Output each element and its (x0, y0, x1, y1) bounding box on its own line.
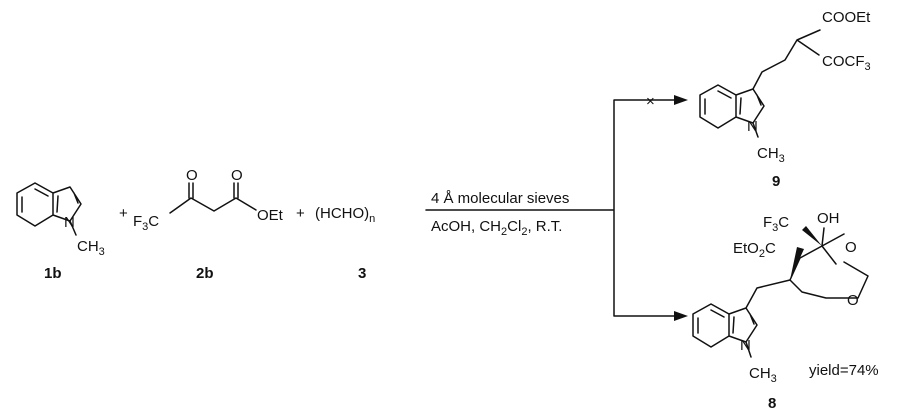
compound-9-product: N CH3 COOEt COCF3 9 (699, 9, 871, 190)
arrowhead-top (674, 95, 688, 105)
product-9-cooet: COOEt (822, 9, 871, 26)
indole-8-bonds (692, 279, 791, 358)
reaction-arrow-line (425, 99, 677, 317)
reaction-arrow: × 4 Å molecular sieves AcOH, CH2Cl2, R.T… (425, 93, 688, 321)
product-9-methyl: CH3 (757, 145, 785, 165)
product-8-cf3: F3C (763, 214, 789, 234)
indole-9-bonds (699, 29, 821, 138)
compound-label-9: 9 (772, 173, 780, 190)
product-8-hydroxyl: OH (817, 210, 840, 227)
product-9-cocf3: COCF3 (822, 53, 871, 73)
compound-label-3: 3 (358, 265, 366, 282)
compound-label-1b: 1b (44, 265, 62, 282)
ketoester-cf3: F3C (133, 213, 159, 233)
ketoester-bonds (169, 182, 257, 214)
compound-3-paraformaldehyde: (HCHO)n 3 (315, 205, 375, 282)
ketoester-ketone-oxygen: O (186, 167, 198, 184)
compound-8-product: F3C OH EtO2C O O N CH3 yield=74% 8 (692, 210, 879, 412)
ketoester-ester-oxygen: O (231, 167, 243, 184)
wedge-bond-ester (790, 247, 804, 280)
blocked-path-cross: × (646, 93, 655, 110)
product-8-ring-oxygen-1: O (845, 239, 857, 256)
product-8-ester: EtO2C (733, 240, 776, 260)
product-8-methyl: CH3 (749, 365, 777, 385)
ketoester-oet: OEt (257, 207, 284, 224)
dioxane-ring-bonds (789, 227, 869, 299)
condition-above: 4 Å molecular sieves (431, 190, 569, 207)
product-8-ring-oxygen-2: O (847, 292, 859, 309)
product-8-nitrogen: N (740, 337, 751, 354)
indole-1b-methyl: CH3 (77, 238, 105, 258)
plus-sign-1: + (119, 205, 128, 222)
indole-1b-nitrogen: N (64, 214, 75, 231)
plus-sign-2: + (296, 205, 305, 222)
arrowhead-bottom (674, 311, 688, 321)
compound-label-8: 8 (768, 395, 776, 412)
condition-below: AcOH, CH2Cl2, R.T. (431, 218, 562, 238)
product-9-nitrogen: N (747, 118, 758, 135)
indole-1b-bonds (16, 182, 82, 236)
wedge-bond-cf3 (802, 226, 822, 246)
paraformaldehyde-formula: (HCHO)n (315, 205, 375, 225)
product-8-yield: yield=74% (809, 362, 879, 379)
compound-label-2b: 2b (196, 265, 214, 282)
compound-1b-n-methylindole: N CH3 1b (16, 182, 105, 282)
compound-2b-trifluoroacetoacetate: F3C O O OEt 2b (133, 167, 284, 282)
